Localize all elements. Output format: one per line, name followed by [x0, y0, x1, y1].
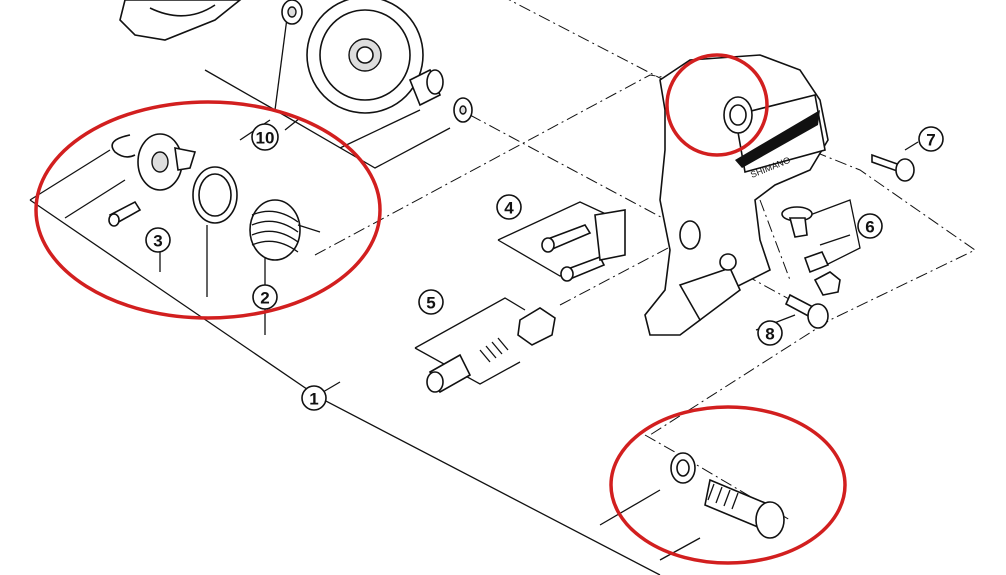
guide-pulley-part: [306, 0, 424, 114]
callout-10: 10: [251, 123, 279, 151]
callout-4-label: 4: [504, 199, 514, 218]
bolt-8-part: [784, 293, 829, 329]
ring-part: [192, 166, 238, 224]
adjust-bolt-5-part: [426, 307, 556, 394]
bushing-part: [281, 0, 303, 25]
highlight-circles: [34, 53, 847, 565]
callout-10-label: 10: [256, 129, 275, 148]
callout-7: 7: [918, 126, 944, 152]
callout-8: 8: [757, 320, 783, 346]
e-ring-part: [111, 134, 136, 158]
callout-6: 6: [857, 213, 883, 239]
callout-2-label: 2: [260, 289, 269, 308]
callout-3: 3: [145, 227, 171, 253]
pulley-sleeve-part: [408, 68, 444, 107]
callout-6-label: 6: [865, 218, 874, 237]
callout-2: 2: [252, 284, 278, 310]
derailleur-body-part: SHIMANO: [644, 54, 829, 336]
callout-1: 1: [301, 385, 327, 411]
tension-spring-part: [249, 199, 321, 261]
callout-3-label: 3: [153, 232, 162, 251]
callout-5: 5: [418, 289, 444, 315]
guide-plate-part: [119, 0, 242, 41]
bolt-7-part: [871, 153, 915, 182]
washer-part: [453, 97, 473, 123]
assembly-lines: [29, 0, 919, 575]
screw-3-part: [108, 200, 142, 227]
highlight-spring-assembly: [34, 100, 382, 320]
mounting-bolt-part: [670, 452, 785, 539]
highlight-pivot: [665, 53, 769, 157]
callout-5-label: 5: [426, 294, 435, 313]
highlight-mounting-bolt: [609, 405, 847, 565]
callout-4: 4: [496, 194, 522, 220]
callout-7-label: 7: [926, 131, 935, 150]
bolt-6-part: [781, 206, 841, 296]
callout-1-label: 1: [309, 390, 318, 409]
callout-8-label: 8: [765, 325, 774, 344]
screws-4-part: [541, 209, 626, 282]
spring-cover-part: [137, 133, 197, 191]
